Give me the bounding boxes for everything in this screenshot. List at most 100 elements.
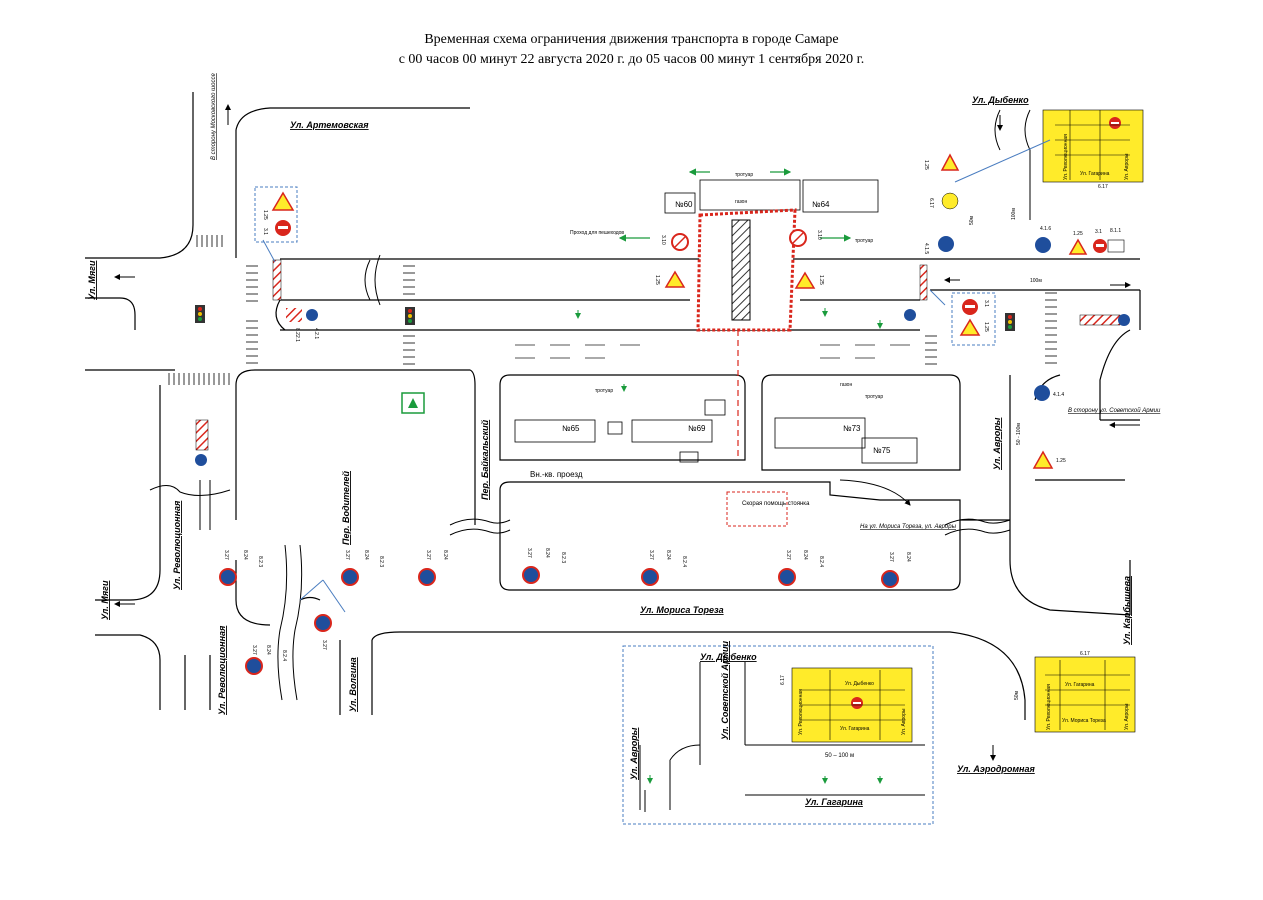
inset-street-gagarina: Ул. Гагарина bbox=[805, 797, 863, 807]
label-gazon-block: газон bbox=[840, 382, 852, 388]
lane-dashes bbox=[515, 344, 910, 359]
svg-text:8.24: 8.24 bbox=[442, 550, 448, 560]
distance-100m-right: 100м bbox=[1011, 208, 1017, 220]
street-karbysheva: Ул. Карбышева bbox=[1122, 576, 1132, 645]
svg-text:1.25: 1.25 bbox=[1073, 231, 1083, 237]
svg-text:8.24: 8.24 bbox=[905, 552, 911, 562]
distance-50m-lower: 50м bbox=[1014, 690, 1020, 700]
label-trotuar-top: тротуар bbox=[735, 172, 753, 178]
sign-1-25-top-right: 1.25 bbox=[923, 153, 960, 171]
board-inset-dybenko: Ул. Дыбенко bbox=[845, 681, 874, 687]
street-miagi-lower: Ул. Мяги bbox=[100, 580, 110, 620]
svg-text:3.27: 3.27 bbox=[785, 550, 791, 560]
svg-text:8.24: 8.24 bbox=[265, 645, 271, 655]
svg-text:3.10: 3.10 bbox=[816, 230, 822, 240]
street-revolutsionnaya-lower: Ул. Революционная bbox=[217, 625, 227, 715]
svg-text:8.24: 8.24 bbox=[544, 548, 550, 558]
distance-50-100m-inset: 50 – 100 м bbox=[825, 753, 854, 759]
bottom-right-sign-6-17: 6.17 bbox=[1080, 651, 1090, 657]
sign-3-10-left: 3.10 bbox=[660, 233, 689, 251]
board-bottom-avrory: Ул. Авроры bbox=[1124, 703, 1130, 730]
label-trotuar-block: тротуар bbox=[595, 388, 613, 394]
building-outlines bbox=[514, 179, 918, 464]
street-aerodromnaya: Ул. Аэродромная bbox=[957, 764, 1035, 774]
sign-3-1-right: 3.1 bbox=[962, 299, 989, 315]
svg-text:3.27: 3.27 bbox=[526, 548, 532, 558]
sign-8-1-1: 8.1.1 bbox=[1107, 228, 1125, 253]
inset-street-sovetskoy-armii: Ул. Советской Армии bbox=[720, 640, 730, 740]
map-title-line2: с 00 часов 00 минут 22 августа 2020 г. д… bbox=[398, 52, 865, 67]
distance-50-100: 50 - 100м bbox=[1016, 423, 1022, 445]
street-volgina: Ул. Волгина bbox=[348, 657, 358, 712]
svg-text:3.27: 3.27 bbox=[888, 552, 894, 562]
no-stopping-labels: 3.27 8.24 3.27 8.24 3.27 8.24 3.27 8.24 … bbox=[223, 548, 911, 661]
traffic-lights bbox=[195, 305, 1015, 331]
leader-lines bbox=[262, 139, 1051, 613]
label-vnkv-proezd: Вн.-кв. проезд bbox=[530, 470, 583, 479]
yellow-boards bbox=[791, 109, 1144, 743]
svg-text:1.25: 1.25 bbox=[983, 322, 989, 332]
svg-text:8.1.1: 8.1.1 bbox=[1110, 228, 1121, 234]
sign-4-1-5: 4.1.5 bbox=[923, 236, 954, 254]
svg-text:8.24: 8.24 bbox=[802, 550, 808, 560]
sign-1-25-left: 1.25 bbox=[262, 191, 295, 220]
label-to-sovetskoy-armii: В сторону ул. Советской Армии bbox=[1068, 407, 1161, 414]
street-avrory: Ул. Авроры bbox=[992, 417, 1002, 470]
board-bottom-revolutsionnaya: Ул. Революционная bbox=[1046, 684, 1052, 730]
barrier-right bbox=[919, 264, 928, 301]
tree-icon-shape bbox=[408, 398, 418, 408]
board-top-right-gagarina: Ул. Гагарина bbox=[1080, 171, 1110, 177]
board-bottom-morisa-toreza: Ул. Мориса Тореза bbox=[1062, 718, 1106, 724]
street-baikalsky: Пер. Байкальский bbox=[480, 419, 490, 500]
svg-text:1.25: 1.25 bbox=[1056, 458, 1066, 464]
svg-text:8.2.3: 8.2.3 bbox=[378, 556, 384, 567]
sign-3-1-far-right: 3.1 bbox=[1093, 229, 1107, 253]
sign-3-10-right: 3.10 bbox=[789, 229, 822, 247]
label-trotuar-right: тротуар bbox=[855, 238, 873, 244]
board-inset-gagarina: Ул. Гагарина bbox=[840, 726, 870, 732]
blocks bbox=[499, 290, 1141, 616]
svg-text:3.1: 3.1 bbox=[1095, 229, 1102, 235]
svg-text:8.22.1: 8.22.1 bbox=[294, 328, 300, 342]
barrier-revolutsionnaya bbox=[195, 419, 209, 451]
sign-4-2-1-revolutsionnaya bbox=[195, 454, 207, 466]
street-voditeley: Пер. Водителей bbox=[341, 470, 351, 545]
no-stopping-signs bbox=[219, 566, 899, 675]
barrier-left bbox=[272, 259, 282, 301]
svg-text:3.1: 3.1 bbox=[983, 300, 989, 307]
street-artemovskaya: Ул. Артемовская bbox=[290, 120, 369, 130]
svg-text:1.25: 1.25 bbox=[923, 160, 929, 170]
sign-4-1-6: 4.1.6 bbox=[1035, 226, 1051, 253]
ambulance-box bbox=[726, 491, 788, 527]
board-top-right-avrory: Ул. Авроры bbox=[1124, 153, 1130, 180]
map-title-line1: Временная схема ограничения движения тра… bbox=[424, 32, 839, 47]
svg-text:3.1: 3.1 bbox=[262, 228, 268, 235]
label-to-moskovskoe: В сторону Московского шоссе bbox=[211, 73, 217, 160]
sign-1-25-far-right: 1.25 bbox=[1068, 231, 1088, 255]
label-gazon-top: газон bbox=[735, 199, 747, 205]
inset-street-avrory: Ул. Авроры bbox=[629, 727, 639, 780]
sign-6-17-yellow-circle: 6.17 bbox=[928, 192, 959, 210]
barrier-far-right bbox=[1079, 314, 1121, 326]
green-arrows bbox=[618, 168, 852, 242]
building-69: №69 bbox=[688, 424, 706, 433]
street-morisa-toreza: Ул. Мориса Тореза bbox=[640, 605, 724, 615]
svg-text:3.27: 3.27 bbox=[344, 550, 350, 560]
svg-text:8.2.4: 8.2.4 bbox=[818, 556, 824, 567]
board-inset-avrory: Ул. Авроры bbox=[901, 708, 907, 735]
sign-4-1-4: 4.1.4 bbox=[1034, 385, 1064, 401]
work-zone bbox=[696, 208, 797, 460]
label-to-morisa-toreza: На ул. Мориса Тореза, ул. Авроры bbox=[860, 524, 957, 530]
building-65: №65 bbox=[562, 424, 580, 433]
svg-text:1.25: 1.25 bbox=[818, 275, 824, 285]
sign-1-25-right: 1.25 bbox=[959, 318, 989, 336]
svg-text:1.25: 1.25 bbox=[654, 275, 660, 285]
label-pedestrian-passage: Проход для пешеходов bbox=[570, 230, 624, 236]
distance-50m: 50м bbox=[969, 215, 975, 225]
building-75: №75 bbox=[873, 446, 891, 455]
inset-sign-6-17: 6.17 bbox=[780, 675, 786, 685]
street-dybenko: Ул. Дыбенко bbox=[972, 95, 1029, 105]
wavy-crossings bbox=[449, 109, 1031, 536]
inset-roads bbox=[639, 662, 925, 812]
